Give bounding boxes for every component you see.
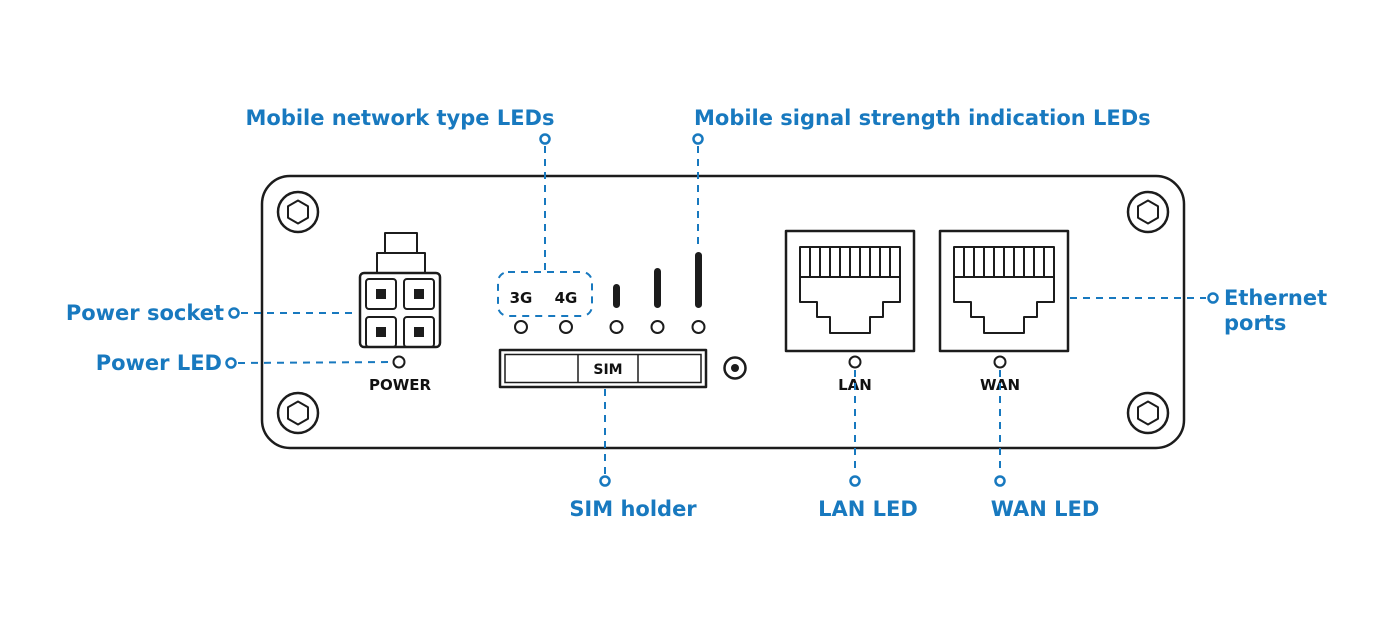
callout-mobile-signal-strength-leds: Mobile signal strength indication LEDs	[692, 106, 1151, 248]
callout-lan-led-label: LAN LED	[818, 497, 918, 521]
callout-power-socket-label: Power socket	[66, 301, 224, 325]
signal-bar-2	[654, 268, 661, 308]
network-3g-label: 3G	[510, 289, 533, 307]
callout-lan-led: LAN LED	[818, 370, 918, 521]
ethernet-port-lan	[784, 229, 916, 353]
network-type-leds: 3G 4G	[497, 271, 593, 334]
power-label: POWER	[369, 376, 432, 394]
device-body	[260, 174, 1186, 450]
callout-power-socket: Power socket	[66, 301, 358, 325]
callout-mobile-network-type-leds: Mobile network type LEDs	[246, 106, 555, 270]
signal-led-3	[691, 320, 706, 334]
signal-led-2	[650, 320, 665, 334]
screw-top-left	[276, 190, 320, 234]
callout-ethernet-ports: Ethernet ports	[1070, 286, 1327, 335]
callout-wan-led-label: WAN LED	[991, 497, 1100, 521]
callout-ethernet-ports-label-line2: ports	[1224, 311, 1286, 335]
network-4g-label: 4G	[555, 289, 578, 307]
callout-mobile-network-type-leds-label: Mobile network type LEDs	[246, 106, 555, 130]
callout-node	[1207, 292, 1219, 304]
callout-node	[228, 307, 240, 319]
screw-bottom-right	[1126, 391, 1170, 435]
led-3g	[514, 320, 528, 334]
callout-mobile-signal-strength-leds-label: Mobile signal strength indication LEDs	[694, 106, 1151, 130]
lan-led	[848, 355, 862, 369]
sim-label: SIM	[593, 362, 622, 378]
sim-holder: SIM	[498, 348, 708, 389]
callout-node	[849, 475, 861, 487]
callout-power-led-label: Power LED	[96, 351, 222, 375]
wan-led	[993, 355, 1007, 369]
signal-strength-leds	[609, 252, 706, 334]
signal-led-1	[609, 320, 624, 334]
callout-wan-led: WAN LED	[991, 370, 1100, 521]
screw-top-right	[1126, 190, 1170, 234]
reset-button	[723, 356, 747, 380]
power-socket	[358, 232, 442, 349]
callout-ethernet-ports-label-line1: Ethernet	[1224, 286, 1327, 310]
signal-bar-3	[695, 252, 702, 308]
callout-node	[994, 475, 1006, 487]
callout-node	[225, 357, 237, 369]
callout-power-led: Power LED	[96, 351, 392, 375]
signal-bar-1	[613, 284, 620, 308]
callout-sim-holder-label: SIM holder	[569, 497, 697, 521]
power-led	[392, 355, 406, 369]
ethernet-port-wan	[938, 229, 1070, 353]
callout-node	[599, 475, 611, 487]
screw-bottom-left	[276, 391, 320, 435]
led-4g	[559, 320, 573, 334]
callout-node	[692, 133, 704, 145]
callout-sim-holder: SIM holder	[569, 389, 697, 521]
callout-node	[539, 133, 551, 145]
